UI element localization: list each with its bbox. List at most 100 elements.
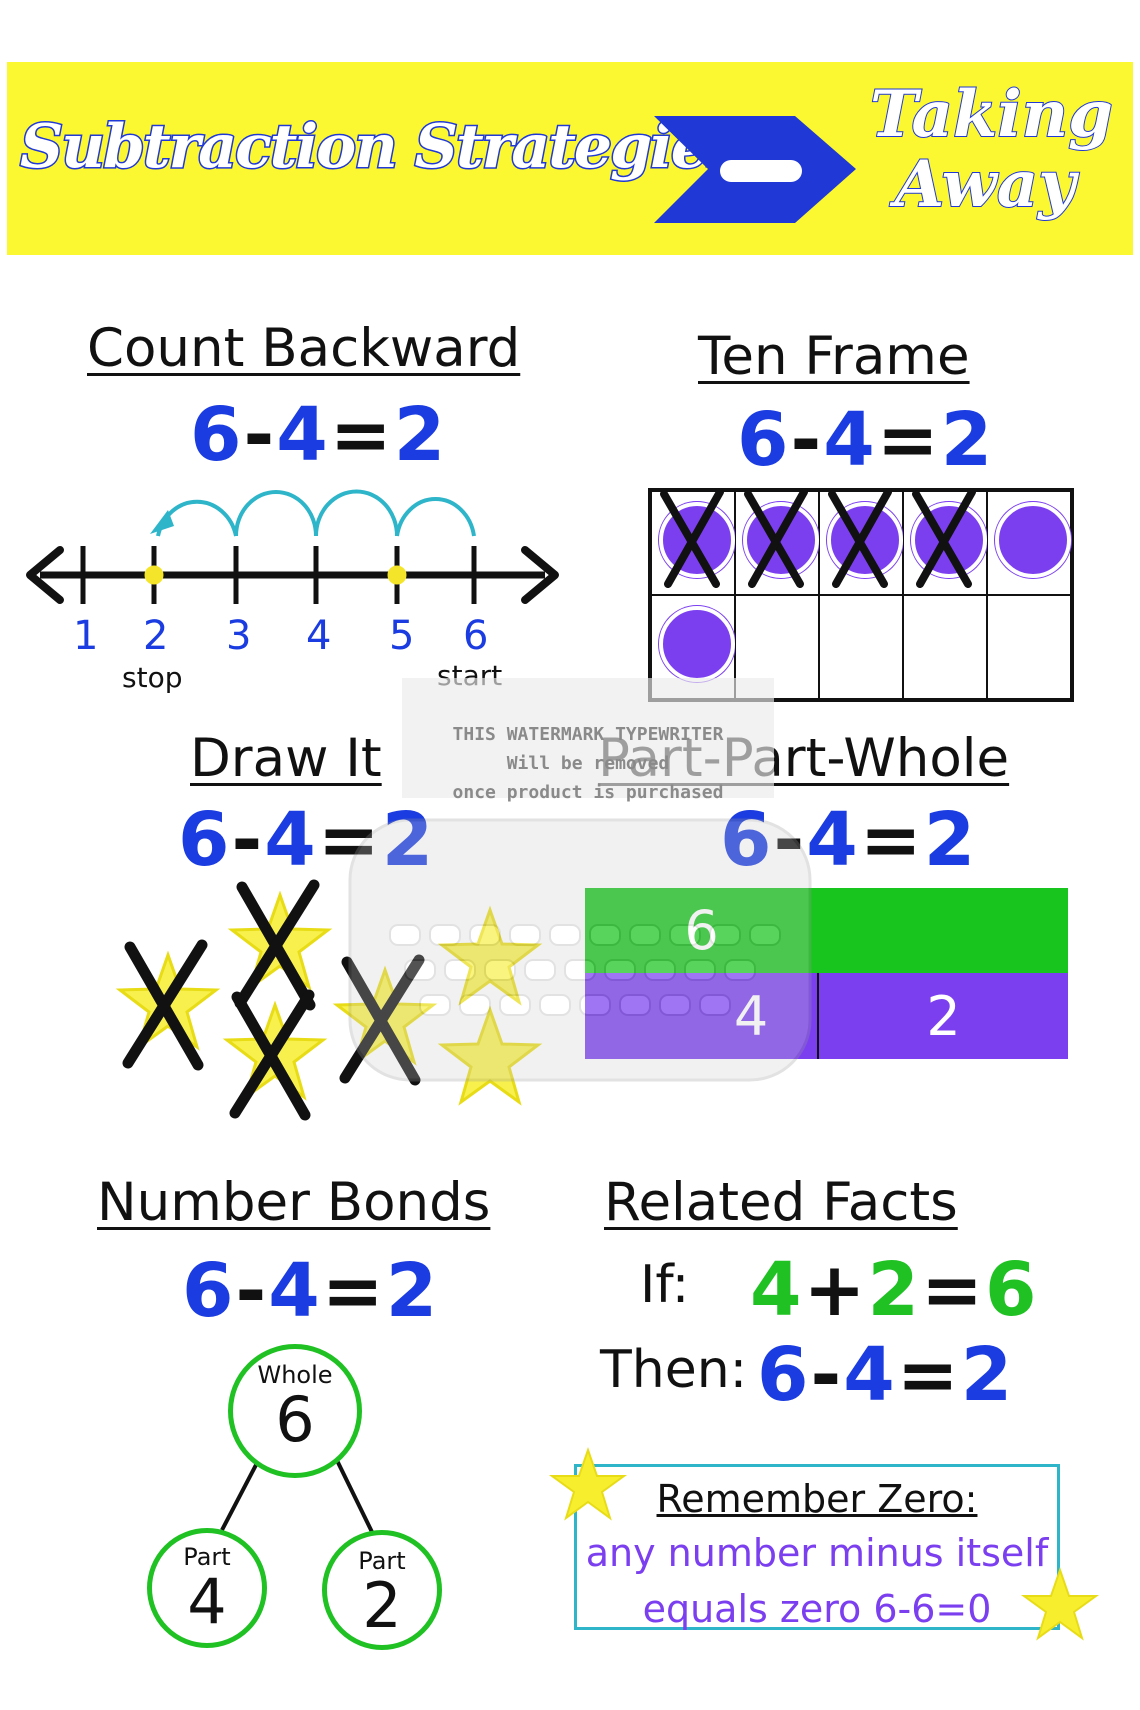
cross-out-icon [828,488,892,588]
nl-label-6: 6 [463,613,489,659]
part-label: Part [358,1547,406,1575]
if-equation: 4+2=6 [750,1247,1039,1333]
then-equation: 6-4=2 [757,1332,1014,1418]
eq-sign: = [876,397,941,483]
eq-op: + [803,1247,868,1333]
nl-label-5: 5 [389,613,415,659]
nl-label-1: 1 [73,613,99,659]
star-icon [118,945,218,1065]
watermark-line1: THIS WATERMARK TYPEWRITER [452,724,724,745]
minus-arrow-icon [654,116,856,223]
ppw-equation: 6-4=2 [720,797,977,883]
eq-c: 2 [385,1248,440,1334]
eq-a: 4 [750,1247,804,1333]
number-line [26,489,559,604]
nl-label-4: 4 [306,613,332,659]
draw-it-equation: 6-4=2 [178,797,435,883]
remember-zero-title: Remember Zero: [656,1477,978,1521]
eq-op: - [790,397,824,483]
eq-b: 4 [843,1332,897,1418]
eq-op: - [774,797,807,883]
number-bonds-equation: 6-4=2 [182,1248,439,1334]
draw-it-heading: Draw It [190,728,382,789]
arrowhead-icon [150,510,174,534]
eq-sign: = [329,392,394,478]
eq-c: 2 [382,797,436,883]
part-bar-2: 2 [819,973,1068,1059]
counter-dot [659,502,735,578]
ten-frame-cell [987,595,1071,699]
part-label: Part [183,1543,231,1571]
remember-zero-line1: any number minus itself [585,1531,1049,1575]
cross-out-icon [744,488,808,588]
nl-label-3: 3 [226,613,252,659]
eq-b: 4 [264,797,318,883]
whole-circle: Whole 6 [228,1344,362,1478]
banner-side-line2: Away [894,147,1077,222]
counter-dot [995,502,1071,578]
eq-b: 4 [806,797,860,883]
watermark-paper [402,678,774,798]
eq-a: 6 [182,1248,236,1334]
ten-frame-cell [819,488,903,595]
ten-frame-cell [651,488,735,595]
eq-c: 2 [393,392,448,478]
banner-side-line1: Taking [869,77,1114,152]
watermark-text: THIS WATERMARK TYPEWRITER Will be remove… [402,720,774,807]
eq-a: 6 [737,397,791,483]
eq-b: 4 [276,392,330,478]
banner-side-text: Taking Away [869,77,1114,222]
number-bonds-heading: Number Bonds [97,1172,491,1233]
star-icon [548,1446,628,1521]
star-icon [230,885,330,1005]
eq-b: 4 [268,1248,322,1334]
eq-sign: = [317,797,382,883]
eq-c: 2 [940,397,995,483]
ten-frame-cell [735,595,819,699]
eq-op: - [810,1332,844,1418]
eq-sign: = [321,1248,386,1334]
whole-value: 6 [275,1383,315,1456]
title-banner [7,62,1133,255]
eq-sign: = [859,797,924,883]
count-backward-equation: 6-4=2 [190,392,447,478]
eq-sign: = [896,1332,961,1418]
part2-value: 2 [926,984,961,1048]
eq-a: 6 [178,797,232,883]
watermark-line2: Will be removed [506,753,670,774]
jump-arc-3 [314,489,399,537]
eq-a: 6 [720,797,774,883]
eq-op: - [243,392,277,478]
star-icon [1020,1566,1100,1641]
count-backward-heading: Count Backward [87,318,521,379]
whole-value: 6 [684,899,718,962]
whole-label: Whole [257,1361,333,1389]
eq-c: 2 [923,797,978,883]
eq-c: 6 [985,1247,1039,1333]
jump-arc-2 [234,490,318,537]
eq-a: 6 [757,1332,811,1418]
counter-dot [659,606,735,682]
eq-op: - [231,797,265,883]
ten-frame-cell [735,488,819,595]
star-icon [225,995,325,1115]
part-bar-1: 4 [585,973,819,1059]
cross-out-icon [660,488,724,588]
eq-a: 6 [190,392,244,478]
whole-bar: 6 [585,888,1068,973]
ten-frame-cell [903,595,987,699]
part-circle-2: Part 2 [322,1530,442,1650]
nl-label-2: 2 [143,613,169,659]
banner-title: Subtraction Strategies [19,111,743,184]
stop-label: stop [122,661,183,694]
ten-frame-grid [648,488,1074,702]
eq-sign: = [921,1247,986,1333]
jump-arc-4 [395,497,476,537]
then-label: Then: [600,1340,748,1400]
ten-frame-equation: 6-4=2 [737,397,994,483]
eq-c: 2 [960,1332,1015,1418]
ten-frame-cell [819,595,903,699]
eq-b: 2 [867,1247,922,1333]
part-circle-1: Part 4 [147,1528,267,1648]
eq-b: 4 [823,397,877,483]
